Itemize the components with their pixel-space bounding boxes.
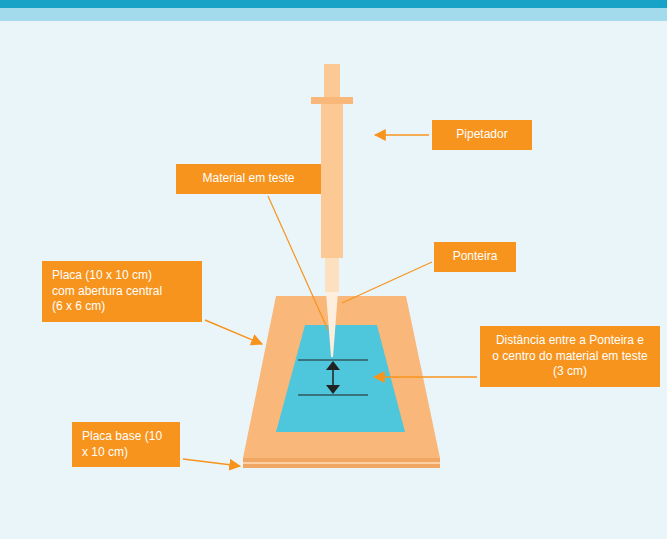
dimension-arrowhead — [326, 361, 340, 370]
pipette-body — [321, 104, 343, 258]
top-band — [0, 8, 667, 21]
dimension-arrowhead — [326, 385, 340, 394]
distance-label: Distância entre a Ponteira e o centro do… — [480, 326, 660, 387]
base-plate — [243, 458, 440, 462]
pipette-knob — [324, 64, 340, 99]
leader-line — [342, 262, 432, 303]
leader-line — [205, 320, 262, 344]
dimension-line — [332, 368, 334, 387]
plate-label: Placa (10 x 10 cm) com abertura central … — [42, 261, 202, 322]
pipette-label: Pipetador — [432, 120, 532, 150]
material-label: Material em teste — [176, 164, 321, 194]
leader-line — [183, 459, 240, 466]
dimension-line — [298, 360, 368, 361]
pipette-flange — [311, 97, 353, 104]
base-plate — [243, 464, 440, 468]
tip-label: Ponteira — [434, 242, 516, 272]
label-text: Distância entre a Ponteira e o centro do… — [491, 333, 649, 380]
base-plate-label: Placa base (10 x 10 cm) — [72, 422, 180, 467]
leader-line — [374, 376, 477, 378]
base-plate — [243, 462, 440, 464]
dimension-line — [298, 395, 368, 396]
pipette-nozzle — [325, 258, 339, 292]
label-text: Pipetador — [442, 127, 522, 143]
leader-line — [268, 196, 328, 330]
top-bar — [0, 0, 667, 8]
pipette-tip — [326, 292, 338, 357]
label-text: Placa base (10 x 10 cm) — [82, 429, 166, 460]
label-text: Material em teste — [186, 171, 311, 187]
leader-line — [375, 134, 429, 136]
label-text: Ponteira — [444, 249, 506, 265]
label-text: Placa (10 x 10 cm) com abertura central … — [52, 268, 168, 315]
test-material — [276, 325, 405, 432]
